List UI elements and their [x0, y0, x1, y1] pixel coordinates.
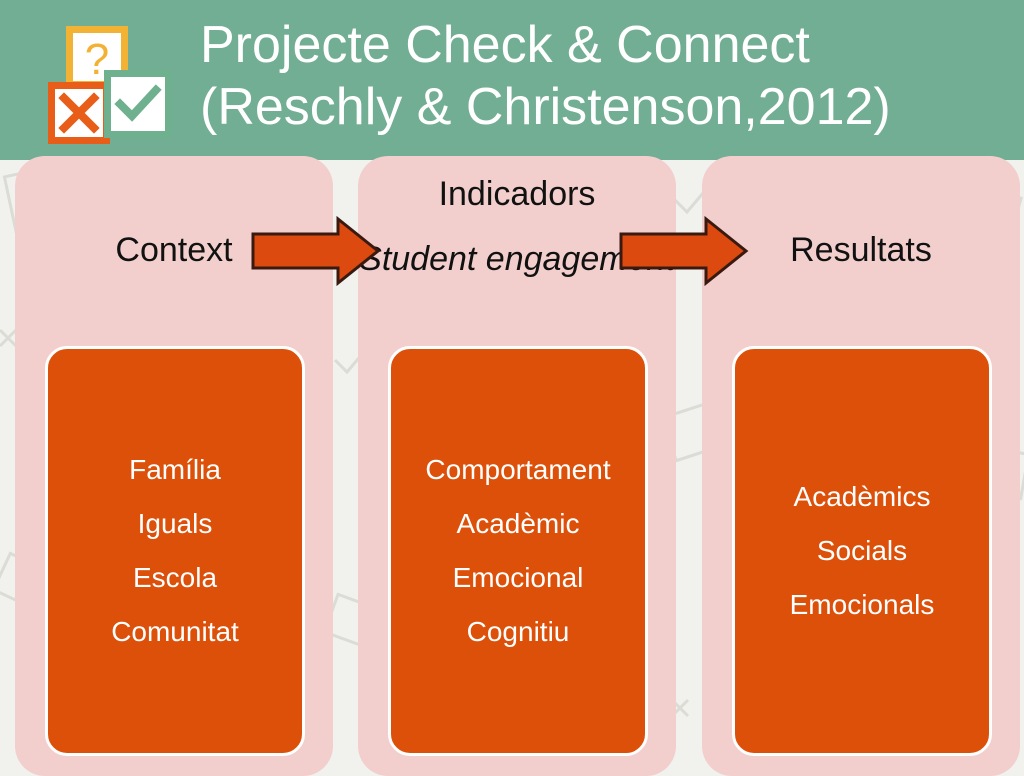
- column-resultats: Resultats Acadèmics Socials Emocionals: [702, 156, 1020, 776]
- arrow-right-icon: [251, 216, 381, 286]
- check-question-logo-icon: ?: [48, 26, 172, 144]
- resultats-item-socials: Socials: [816, 535, 908, 566]
- column-indicadors-label: Indicadors: [438, 175, 596, 213]
- context-item-familia: Família: [129, 454, 221, 485]
- context-item-escola: Escola: [132, 562, 218, 593]
- resultats-items-box: Acadèmics Socials Emocionals: [732, 346, 992, 756]
- indicadors-item-academic: Acadèmic: [456, 508, 580, 539]
- resultats-item-emocionals: Emocionals: [789, 589, 935, 620]
- resultats-item-academics: Acadèmics: [793, 481, 931, 512]
- context-item-iguals: Iguals: [137, 508, 213, 539]
- page-title-line-2: (Reschly & Christenson,2012): [200, 78, 891, 136]
- indicadors-item-emocional: Emocional: [452, 562, 584, 593]
- page-title: Projecte Check & Connect (Reschly & Chri…: [200, 14, 1000, 138]
- page-title-line-1: Projecte Check & Connect: [200, 16, 810, 74]
- column-resultats-label: Resultats: [790, 231, 932, 269]
- indicadors-item-cognitiu: Cognitiu: [466, 616, 570, 647]
- indicadors-item-comportament: Comportament: [425, 454, 611, 485]
- indicadors-items-box: Comportament Acadèmic Emocional Cognitiu: [388, 346, 648, 756]
- title-header-band: ? Projecte Check & Connect (Reschly & Ch…: [0, 0, 1024, 160]
- column-context-label: Context: [115, 231, 233, 269]
- arrow-right-icon: [619, 216, 749, 286]
- context-items-box: Família Iguals Escola Comunitat: [45, 346, 305, 756]
- context-item-comunitat: Comunitat: [111, 616, 239, 647]
